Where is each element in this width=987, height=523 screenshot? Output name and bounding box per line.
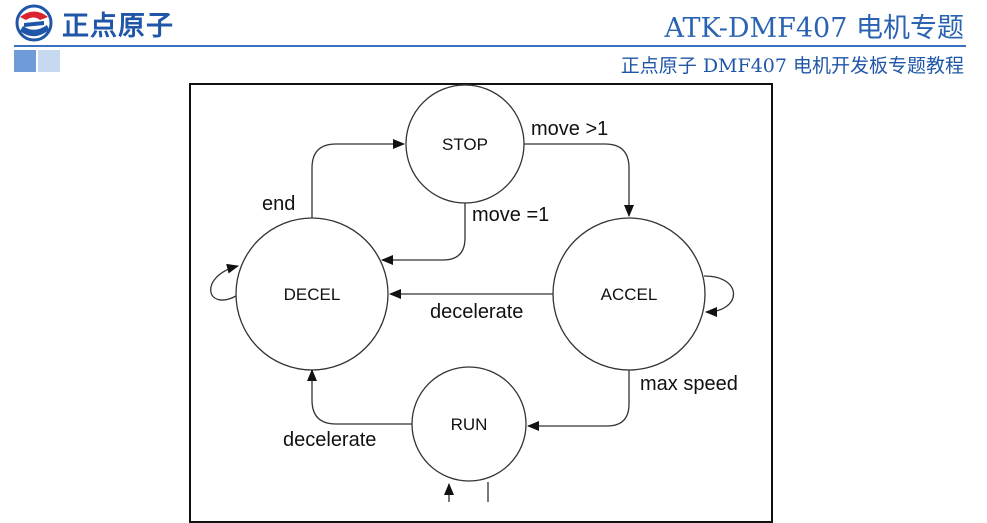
page-title: ATK-DMF407 电机专题 <box>664 13 964 44</box>
state-decel-label: DECEL <box>284 285 341 304</box>
header-divider <box>14 45 966 47</box>
transition-stop-to-accel <box>524 143 634 217</box>
state-stop: STOP <box>405 84 525 204</box>
transition-run-to-decel <box>307 369 412 425</box>
label-move-eq-1: move =1 <box>472 204 549 226</box>
brand-logo <box>15 4 53 42</box>
label-max-speed: max speed <box>640 373 738 395</box>
transition-stop-to-decel <box>381 203 466 265</box>
label-move-gt-1: move >1 <box>531 118 608 140</box>
label-decelerate-run: decelerate <box>283 429 376 451</box>
transition-decel-to-stop <box>311 139 405 218</box>
transition-accel-self-loop <box>703 275 734 317</box>
transition-decel-self-loop <box>210 263 239 301</box>
state-decel: DECEL <box>235 217 389 371</box>
label-end: end <box>262 193 295 215</box>
header-accent-square-light <box>38 50 60 72</box>
state-stop-label: STOP <box>442 135 488 154</box>
brand-name: 正点原子 <box>62 11 174 42</box>
page-header: 正点原子 ATK-DMF407 电机专题 正点原子 DMF407 电机开发板专题… <box>0 0 987 80</box>
state-accel-label: ACCEL <box>601 285 658 304</box>
state-run-label: RUN <box>451 415 488 434</box>
state-run: RUN <box>411 366 527 482</box>
state-diagram: STOP DECEL ACCEL RUN move >1 mov <box>210 84 738 502</box>
transition-accel-to-run <box>527 370 630 431</box>
header-accent-square-dark <box>14 50 36 72</box>
state-accel: ACCEL <box>552 217 706 371</box>
page-subtitle: 正点原子 DMF407 电机开发板专题教程 <box>620 55 964 77</box>
label-decelerate-accel: decelerate <box>430 301 523 323</box>
